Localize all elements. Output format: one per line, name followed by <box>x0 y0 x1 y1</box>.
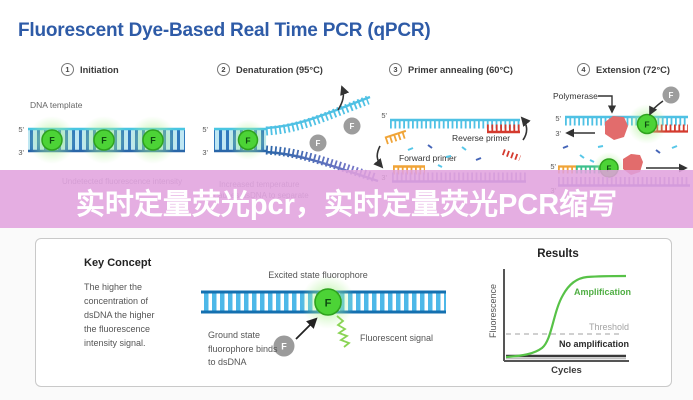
free-fluorophore-icon <box>662 86 680 104</box>
step-header-initiation: 1 Initiation <box>61 63 119 76</box>
results-chart <box>503 269 629 362</box>
caption-overlay-band: 实时定量荧光pcr，实时定量荧光PCR缩写 <box>0 170 693 228</box>
fluorescent-signal-label: Fluorescent signal <box>360 333 434 343</box>
step2-denaturation: 5' 3' F F F Increased temperature causes… <box>202 85 379 200</box>
dna-template-label: DNA template <box>30 100 83 110</box>
x-axis-label: Cycles <box>551 365 582 376</box>
step-header-denaturation: 2 Denaturation (95°C) <box>217 63 323 76</box>
binding-arrow <box>649 100 664 116</box>
excited-fluorophore-icon <box>314 288 342 316</box>
free-nucleotides <box>407 144 482 168</box>
primer-fragment <box>501 149 521 161</box>
fluorophore-icon <box>142 129 164 151</box>
reverse-primer-label: Reverse primer <box>452 133 510 143</box>
fluorophore-letter: F <box>49 136 55 146</box>
three-prime-label: 3' <box>555 129 561 138</box>
fluorophore-letter: F <box>350 122 355 131</box>
polymerase-blob <box>605 116 628 140</box>
five-prime-label: 5' <box>381 111 387 120</box>
y-axis-label: Fluorescence <box>488 283 498 339</box>
separating-strand-top-teeth <box>265 95 370 136</box>
overlay-caption: 实时定量荧光pcr，实时定量荧光PCR缩写 <box>75 189 618 221</box>
five-prime-label: 5' <box>550 162 556 171</box>
fluorophore-letter: F <box>607 165 612 174</box>
key-concept-panel: F F Key Concept The higher the concentra… <box>35 238 672 387</box>
fluorophore-icon <box>237 129 259 151</box>
step-label: Denaturation (95°C) <box>236 64 323 75</box>
polymerase-pointer <box>598 95 617 114</box>
amplification-label: Amplification <box>574 287 632 297</box>
polymerase-blob <box>623 154 643 175</box>
fluorophore-letter: F <box>669 91 674 100</box>
fluorophore-icon <box>41 129 63 151</box>
three-prime-label: 3' <box>18 148 24 157</box>
step-label: Extension (72°C) <box>596 64 670 75</box>
strand-separation-arrow <box>337 85 350 111</box>
binding-arrow <box>295 317 318 340</box>
five-prime-label: 5' <box>18 125 24 134</box>
no-amplification-label: No amplification <box>558 339 629 349</box>
released-fluorophore-icon <box>309 134 327 152</box>
fluorophore-letter: F <box>281 342 287 352</box>
key-concept-body: The higher the concentration of dsDNA th… <box>84 282 155 348</box>
fluorophore-letter: F <box>644 120 649 130</box>
key-concept-heading: Key Concept <box>84 257 152 269</box>
step-number-badge: 2 <box>217 63 230 76</box>
fluorophore-letter: F <box>325 298 332 310</box>
fluorophore-letter: F <box>316 139 321 148</box>
polymerase-label: Polymerase <box>553 91 598 101</box>
step-header-extension: 4 Extension (72°C) <box>577 63 670 76</box>
results-heading: Results <box>537 248 579 260</box>
released-fluorophore-icon <box>343 117 361 135</box>
step-number-badge: 3 <box>389 63 402 76</box>
forward-primer-fragment <box>384 129 409 145</box>
fluorophore-letter: F <box>150 136 156 146</box>
key-concept-graphics: F F <box>201 269 629 362</box>
page-title: Fluorescent Dye-Based Real Time PCR (qPC… <box>18 20 431 41</box>
fluorophore-icon <box>93 129 115 151</box>
annealing-arrow <box>520 116 531 141</box>
annealing-arrow <box>373 145 384 169</box>
amplification-curve <box>505 274 627 359</box>
bottom-section: F F Key Concept The higher the concentra… <box>0 228 693 400</box>
fluorophore-letter: F <box>245 136 250 146</box>
five-prime-label: 5' <box>555 114 561 123</box>
bound-fluorophores: F F F <box>28 116 177 164</box>
forward-primer-label: Forward primer <box>399 153 457 163</box>
fluorophore-icon <box>636 113 658 135</box>
step-label: Initiation <box>80 64 119 75</box>
threshold-label: Threshold <box>588 322 629 332</box>
separating-strand-top-rail <box>265 95 371 130</box>
step-label: Primer annealing (60°C) <box>408 64 513 75</box>
three-prime-label: 3' <box>202 148 208 157</box>
fluorescent-signal-squiggle <box>336 315 351 348</box>
step-number-badge: 1 <box>61 63 74 76</box>
step1-dna-template: DNA template 5' 3' F F F Undetected fluo… <box>18 100 185 186</box>
excited-state-label: Excited state fluorophore <box>268 270 368 280</box>
ground-state-label: Ground state fluorophore binds to dsDNA <box>208 330 278 367</box>
step-number-badge: 4 <box>577 63 590 76</box>
five-prime-label: 5' <box>202 125 208 134</box>
free-nucleotides <box>562 145 678 163</box>
fluorophore-letter: F <box>101 136 107 146</box>
ground-state-fluorophore-icon <box>273 335 295 357</box>
step-header-primer-annealing: 3 Primer annealing (60°C) <box>389 63 513 76</box>
